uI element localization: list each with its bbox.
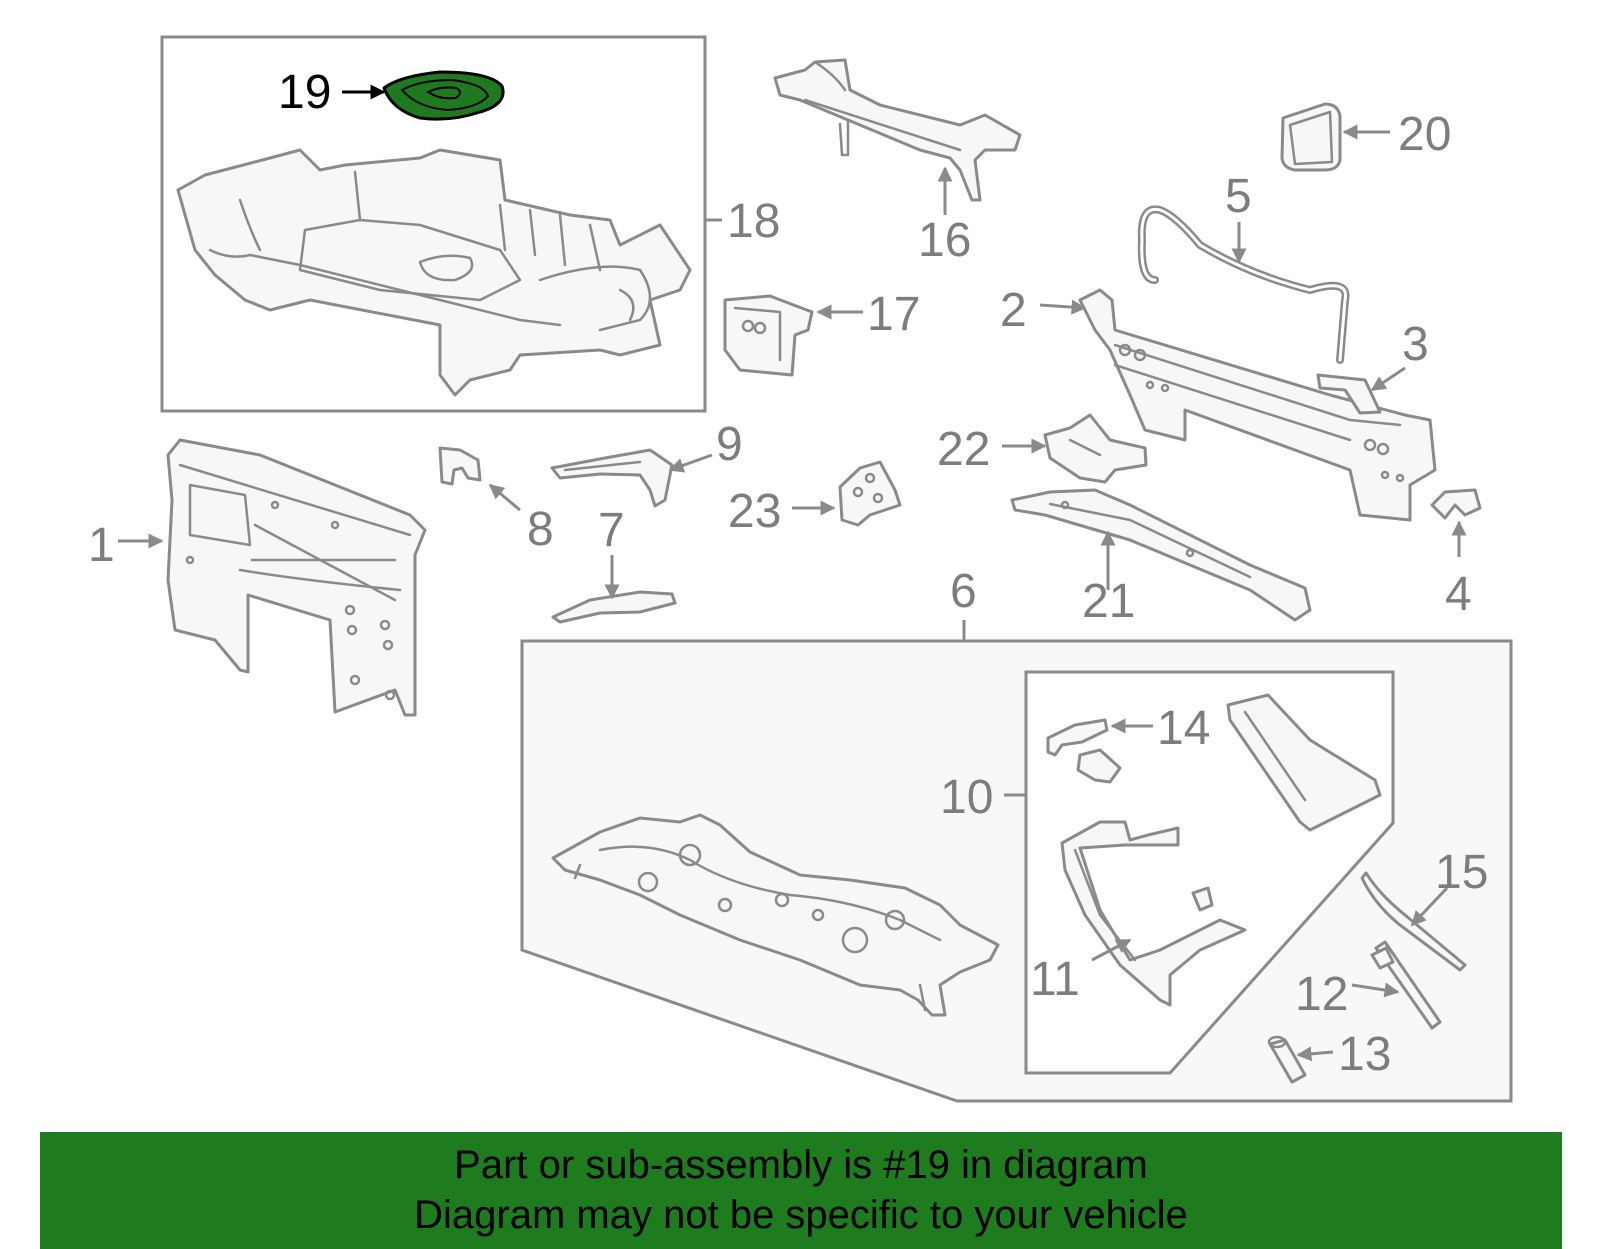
part-20-cap (1280, 102, 1342, 172)
part-8-clip (438, 446, 482, 486)
part-21-rail (1010, 488, 1312, 622)
part-6-frame-rail (551, 813, 1000, 1017)
part-9-bracket (550, 448, 674, 508)
callout-22[interactable]: 22 (937, 423, 990, 476)
callout-23[interactable]: 23 (728, 485, 781, 538)
assembly-box-18 (160, 35, 707, 413)
callout-21[interactable]: 21 (1082, 575, 1135, 628)
callout-13[interactable]: 13 (1338, 1028, 1391, 1081)
part-7-strip (551, 590, 677, 624)
callout-11[interactable]: 11 (1030, 953, 1080, 1006)
part-1-bulkhead (166, 438, 427, 717)
callout-10[interactable]: 10 (940, 771, 993, 824)
callout-20[interactable]: 20 (1398, 108, 1451, 161)
part-22-bracket (1043, 413, 1148, 484)
part-14-bracket (1046, 718, 1122, 784)
callout-2[interactable]: 2 (1000, 284, 1027, 337)
banner-line-2: Diagram may not be specific to your vehi… (414, 1193, 1188, 1237)
callout-9[interactable]: 9 (716, 418, 743, 471)
part-16-crossmember (773, 58, 1022, 202)
callout-1[interactable]: 1 (88, 519, 115, 572)
callout-17[interactable]: 17 (867, 288, 920, 341)
part-23-bracket (838, 460, 902, 527)
banner-line-1: Part or sub-assembly is #19 in diagram (454, 1143, 1148, 1187)
part-17-bracket (723, 294, 814, 377)
part-10-panel (1226, 693, 1382, 832)
callout-12[interactable]: 12 (1295, 968, 1348, 1021)
part-19-highlighted[interactable] (382, 70, 505, 121)
callout-3[interactable]: 3 (1402, 318, 1429, 371)
callout-16[interactable]: 16 (918, 214, 971, 267)
callout-8[interactable]: 8 (527, 503, 554, 556)
callout-15[interactable]: 15 (1435, 846, 1488, 899)
callout-19[interactable]: 19 (278, 66, 331, 119)
part-12-stud (1370, 940, 1442, 1030)
part-2-rear-panel (1078, 288, 1437, 522)
part-13-spacer (1267, 1035, 1307, 1084)
part-3-bracket (1316, 373, 1382, 415)
part-18-trunk-floor (176, 148, 692, 397)
part-15-strip (1360, 871, 1467, 972)
callout-14[interactable]: 14 (1157, 702, 1210, 755)
part-5-support-rod (1137, 205, 1350, 364)
callout-7[interactable]: 7 (598, 504, 625, 557)
info-banner: Part or sub-assembly is #19 in diagram D… (40, 1132, 1562, 1249)
callout-4[interactable]: 4 (1445, 568, 1472, 621)
part-4-clip (1430, 488, 1482, 520)
callout-18[interactable]: 18 (727, 195, 780, 248)
callout-5[interactable]: 5 (1225, 170, 1252, 223)
callout-6[interactable]: 6 (950, 565, 977, 618)
